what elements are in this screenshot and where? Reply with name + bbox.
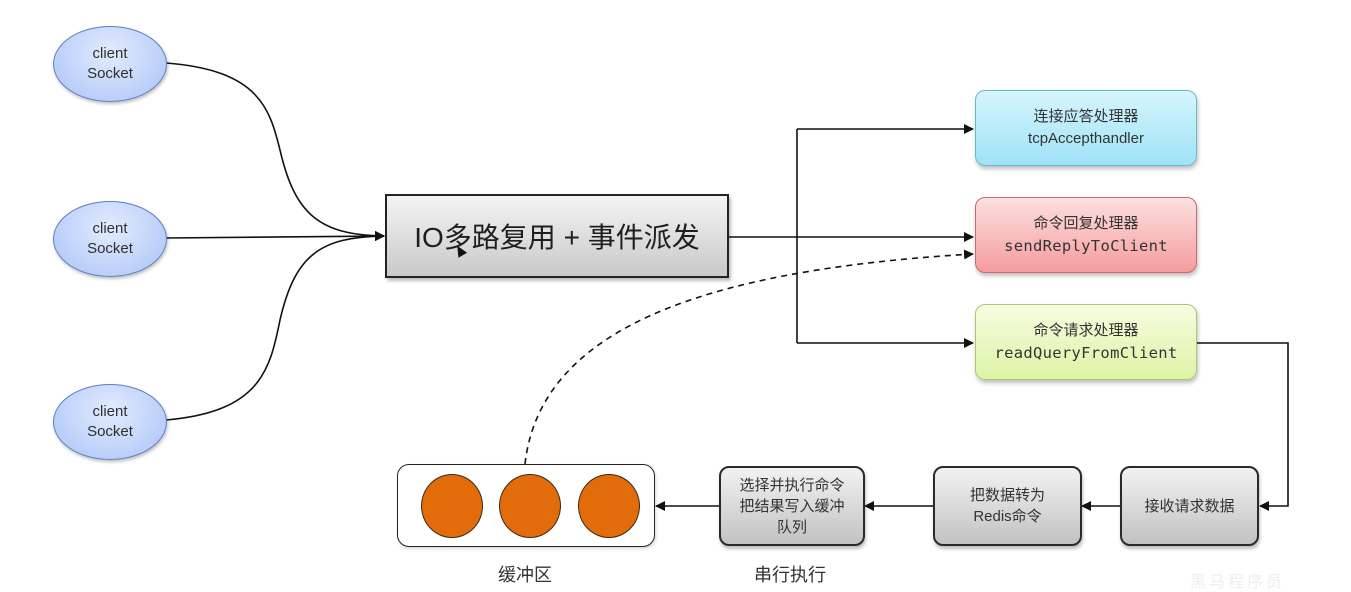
client-socket-3: client Socket <box>53 384 167 460</box>
client-socket-1: client Socket <box>53 26 167 102</box>
client-label-line2: Socket <box>87 240 133 257</box>
handler-send-reply: 命令回复处理器 sendReplyToClient <box>975 197 1197 273</box>
step-convert-command: 把数据转为 Redis命令 <box>933 466 1082 546</box>
buffer-item <box>578 474 640 538</box>
step-text: 接收请求数据 <box>1144 497 1235 515</box>
client-socket-2: client Socket <box>53 201 167 277</box>
client-label-line1: client <box>92 403 128 420</box>
handler-name-cn: 命令回复处理器 <box>1033 215 1139 232</box>
handler-name-en: sendReplyToClient <box>1004 237 1168 255</box>
client-label-line1: client <box>92 45 128 62</box>
io-multiplexing-dispatcher: IO多路复用 + 事件派发 <box>385 194 729 278</box>
handler-name-en: readQueryFromClient <box>994 344 1178 362</box>
step-text: 队列 <box>776 518 807 536</box>
client-label-line2: Socket <box>87 65 133 82</box>
client-label-line1: client <box>92 220 128 237</box>
buffer-label: 缓冲区 <box>498 565 552 585</box>
handler-name-cn: 连接应答处理器 <box>1033 108 1139 125</box>
buffer-to-reply-dashed-line <box>524 249 974 465</box>
client-label-line2: Socket <box>87 423 133 440</box>
step-text: 把数据转为 <box>969 487 1045 504</box>
client2-to-dispatcher-line <box>165 231 385 242</box>
handler-tcp-accept: 连接应答处理器 tcpAccepthandler <box>975 90 1197 166</box>
handler-name-cn: 命令请求处理器 <box>1033 322 1139 339</box>
buffer-item <box>499 474 561 538</box>
watermark: 黑马程序员 <box>1190 574 1286 591</box>
handler-read-query: 命令请求处理器 readQueryFromClient <box>975 304 1197 380</box>
handler-name-en: tcpAccepthandler <box>1028 130 1144 147</box>
step-text: 把结果写入缓冲 <box>739 497 845 515</box>
client3-to-dispatcher-line <box>165 231 385 421</box>
dispatcher-label: IO多路复用 + 事件派发 <box>414 222 700 253</box>
step-text: 选择并执行命令 <box>739 476 845 494</box>
buffer-item <box>421 474 483 538</box>
step-receive-request: 接收请求数据 <box>1120 466 1259 546</box>
step-execute-command: 选择并执行命令 把结果写入缓冲 队列 <box>719 466 865 546</box>
serial-execution-label: 串行执行 <box>754 565 826 585</box>
buffer-queue <box>397 464 655 547</box>
step-text: Redis命令 <box>973 508 1042 525</box>
client1-to-dispatcher-line <box>165 62 385 241</box>
